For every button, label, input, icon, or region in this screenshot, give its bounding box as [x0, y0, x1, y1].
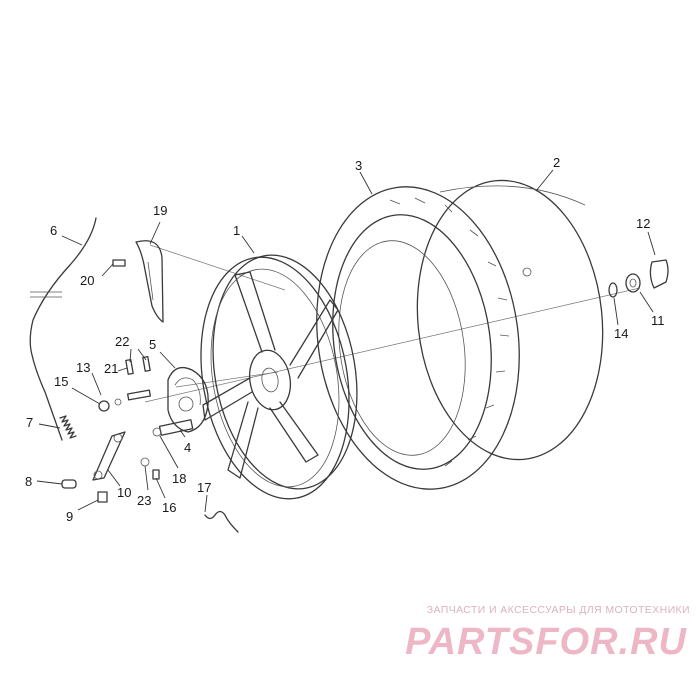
axle-drawing: [158, 419, 194, 436]
callout-9: 9: [66, 509, 73, 524]
callout-3: 3: [355, 158, 362, 173]
callout-10: 10: [117, 485, 131, 500]
callout-12: 12: [636, 216, 650, 231]
callout-labels: 1 2 3 4 5 6 7 8 9 10 11 12 13 14 15 16 1…: [25, 155, 665, 524]
callout-5: 5: [149, 337, 156, 352]
callout-2: 2: [553, 155, 560, 170]
callout-13: 13: [76, 360, 90, 375]
watermark-caption: ЗАПЧАСТИ И АКСЕССУАРЫ ДЛЯ МОТОТЕХНИКИ: [426, 604, 690, 616]
pin-drawing: [61, 479, 77, 489]
brake-plate-drawing: [167, 366, 209, 433]
tyre-drawing: [316, 186, 520, 490]
right-hardware-drawing: [608, 259, 669, 298]
callout-22: 22: [115, 334, 129, 349]
assembly-axis-lines: [144, 244, 641, 403]
mudguard-drawing: [135, 240, 164, 323]
callout-8: 8: [25, 474, 32, 489]
callout-11: 11: [651, 313, 665, 328]
callout-4: 4: [184, 440, 191, 455]
callout-1: 1: [233, 223, 240, 238]
bolt-9-drawing: [97, 491, 108, 503]
callout-20: 20: [80, 273, 94, 288]
brake-lever-drawing: [92, 431, 126, 481]
callout-15: 15: [54, 374, 68, 389]
callout-17: 17: [197, 480, 211, 495]
screw-20-drawing: [112, 259, 126, 267]
callout-7: 7: [26, 415, 33, 430]
brake-cable-drawing: [29, 217, 97, 441]
watermark-logo-text: PARTSFOR.RU: [405, 621, 687, 660]
small-hardware-drawing: [98, 355, 162, 480]
callout-16: 16: [162, 500, 176, 515]
inner-tube-drawing: [416, 179, 604, 461]
callout-14: 14: [614, 326, 628, 341]
watermark-logo: PARTSFOR.RU: [405, 621, 687, 660]
callout-leader-lines: [36, 169, 656, 513]
spring-drawing: [59, 415, 77, 439]
callout-18: 18: [172, 471, 186, 486]
callout-6: 6: [50, 223, 57, 238]
callout-21: 21: [104, 361, 118, 376]
callout-19: 19: [153, 203, 167, 218]
wheel-rim-drawing: [200, 254, 358, 500]
clip-drawing: [204, 510, 239, 533]
callout-23: 23: [137, 493, 151, 508]
